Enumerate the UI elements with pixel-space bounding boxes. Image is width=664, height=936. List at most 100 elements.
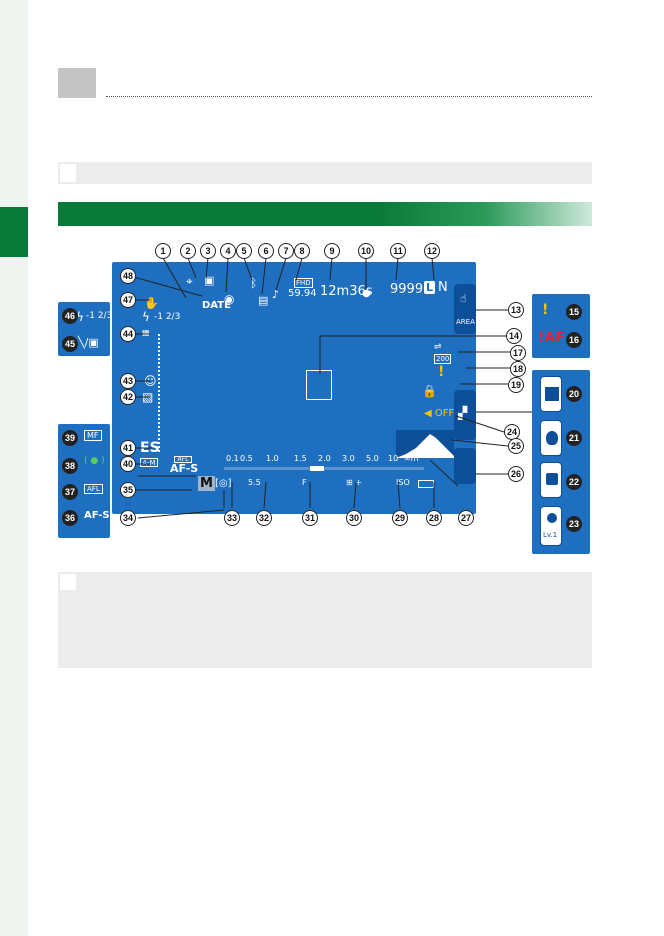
callout-39: 39 — [62, 430, 78, 446]
metering-spot-icon: [◎] — [215, 478, 232, 489]
film-icon — [545, 387, 559, 401]
shutter-speed: 5.5 — [248, 478, 261, 487]
distance-mark-3: 1.5 — [294, 454, 307, 463]
callout-41: 41 — [120, 440, 136, 456]
portrait-button — [540, 420, 562, 456]
eye-af-icon: ◉ — [224, 292, 235, 306]
callout-27: 27 — [458, 510, 474, 526]
tone-button — [540, 462, 562, 498]
afl-badge: AFL — [174, 456, 192, 463]
framerate: 59.94 — [288, 288, 317, 299]
warnings-panel: ! !AF — [532, 294, 590, 358]
bottom-note-marker — [58, 572, 78, 592]
callout-4: 4 — [220, 243, 236, 259]
distance-mark-2: 1.0 — [266, 454, 279, 463]
lock-icon: 🔒 — [422, 384, 437, 398]
mic-icon: ♪ — [272, 288, 280, 301]
callout-35: 35 — [120, 482, 136, 498]
focus-frame — [306, 370, 332, 400]
level-button: Lv.1 — [540, 506, 562, 546]
callout-28: 28 — [426, 510, 442, 526]
distance-mark-5: 3.0 — [342, 454, 355, 463]
area-label: AREA — [456, 318, 475, 326]
distance-mark-7: 10 — [388, 454, 399, 463]
callout-5: 5 — [236, 243, 252, 259]
focus-check-icon: ( ● ) — [84, 456, 105, 466]
distance-mark-8: ∞m — [404, 454, 419, 463]
blank-side-button[interactable] — [454, 448, 476, 484]
section-marker — [58, 68, 96, 98]
distance-mark-0: 0.1 — [226, 454, 239, 463]
distance-mark-4: 2.0 — [318, 454, 331, 463]
section-header-bar — [58, 202, 592, 226]
af-warning: !AF — [538, 330, 565, 346]
callout-48: 48 — [120, 268, 136, 284]
drive-mode-icon: ▧ — [142, 390, 154, 404]
aperture: F — [302, 478, 307, 487]
film-sim-button[interactable]: ▞ — [454, 390, 476, 440]
ibis-icon: ✋ — [144, 296, 159, 310]
distance-marker — [310, 466, 324, 471]
callout-18: 18 — [510, 361, 526, 377]
temperature-warning-icon: ! — [438, 364, 445, 380]
callout-11: 11 — [390, 243, 406, 259]
callout-10: 10 — [358, 243, 374, 259]
histogram — [396, 430, 454, 458]
shooting-mode: M — [198, 476, 215, 491]
exposure-comp: ⊞ + — [346, 478, 362, 487]
level-label: Lv.1 — [543, 531, 558, 539]
callout-23: 23 — [566, 516, 582, 532]
callout-1: 1 — [155, 243, 171, 259]
am-badge: A-M — [140, 458, 158, 467]
callout-33: 33 — [224, 510, 240, 526]
callout-34: 34 — [120, 510, 136, 526]
callout-37: 37 — [62, 484, 78, 500]
note-bar — [58, 162, 592, 184]
note-marker — [58, 162, 78, 184]
dotted-divider — [106, 96, 592, 97]
callout-36: 36 — [62, 510, 78, 526]
callout-31: 31 — [302, 510, 318, 526]
focus-mode: AF-S — [170, 462, 199, 475]
flash-mode-icon: ╲/▣ — [78, 336, 99, 349]
touch-icon: ☝ — [460, 292, 467, 305]
afl-label: AFL — [84, 484, 103, 494]
callout-44: 44 — [120, 326, 136, 342]
camera-mode-icon: ▤ — [258, 294, 269, 307]
callout-13: 13 — [508, 302, 524, 318]
mf-label: MF — [84, 430, 102, 441]
film-icon: ▞ — [458, 406, 468, 420]
bluetooth-icon: ᛒ — [250, 276, 258, 290]
battery-icon — [418, 480, 434, 488]
distance-mark-6: 5.0 — [366, 454, 379, 463]
shutter-type: ES — [140, 440, 160, 456]
touch-area-button[interactable]: ☝ AREA — [454, 284, 476, 334]
temperature-warning-icon: ! — [542, 302, 549, 318]
temp-warning-icon: ⇌ — [434, 342, 442, 352]
callout-3: 3 — [200, 243, 216, 259]
callout-38: 38 — [62, 458, 78, 474]
film-sim-icon-button — [540, 376, 562, 412]
card-icon: ● — [362, 288, 371, 299]
callout-25: 25 — [508, 438, 524, 454]
flash-icon: ϟ — [142, 310, 150, 324]
callout-8: 8 — [294, 243, 310, 259]
callout-45: 45 — [62, 336, 78, 352]
callout-19: 19 — [508, 377, 524, 393]
callout-43: 43 — [120, 373, 136, 389]
exposure-scale-icon: ▦ — [142, 328, 150, 337]
left-margin-stripe — [0, 0, 28, 936]
callout-26: 26 — [508, 466, 524, 482]
iso-badge: 200 — [434, 354, 452, 364]
callout-22: 22 — [566, 474, 582, 490]
callout-47: 47 — [120, 292, 136, 308]
portrait-icon — [546, 431, 558, 445]
date-stamp: DATE — [202, 300, 231, 311]
face-detect-icon: ☺ — [144, 374, 157, 388]
callout-15: 15 — [566, 304, 582, 320]
image-size: L — [424, 281, 436, 294]
af-s-label: AF-S — [84, 510, 110, 521]
chapter-tab — [0, 207, 28, 257]
callout-16: 16 — [566, 332, 582, 348]
callout-9: 9 — [324, 243, 340, 259]
